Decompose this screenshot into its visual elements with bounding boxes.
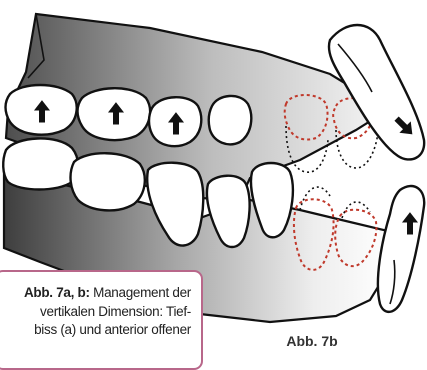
- caption-label: Abb. 7a, b:: [24, 285, 90, 300]
- figure-label: Abb. 7b: [272, 333, 352, 349]
- caption-line-1: Abb. 7a, b: Management der: [4, 284, 191, 303]
- lower-incisor: [378, 186, 424, 312]
- lower-molar: [3, 138, 78, 189]
- lower-molar-2: [71, 153, 145, 210]
- caption-line-3: biss (a) und anterior offener: [4, 321, 191, 340]
- caption-text-1: Management der: [93, 285, 191, 300]
- caption-line-2: vertikalen Dimension: Tief-: [4, 303, 191, 322]
- figure-caption: Abb. 7a, b: Management der vertikalen Di…: [0, 270, 203, 370]
- upper-canine: [209, 96, 252, 144]
